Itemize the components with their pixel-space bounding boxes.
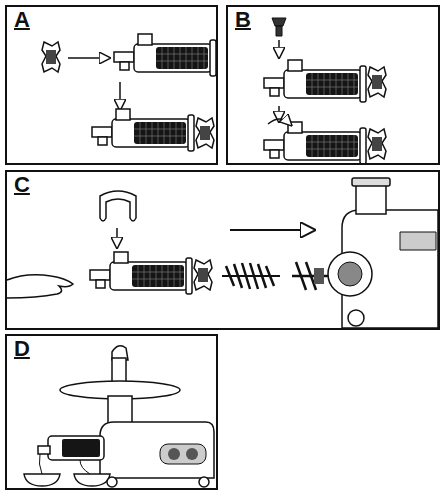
step-letter: B — [233, 8, 253, 32]
juice-chamber — [90, 252, 192, 294]
bowl — [24, 474, 60, 486]
end-cap — [368, 129, 386, 159]
rotate-arrow — [268, 119, 290, 124]
step-panel: B — [226, 5, 440, 165]
end-cap — [42, 42, 60, 72]
control-knob — [186, 448, 198, 460]
filter-bag — [100, 191, 136, 221]
foot — [199, 477, 209, 487]
step-letter: A — [12, 8, 32, 32]
motor-base — [100, 422, 214, 478]
auger-collar — [314, 268, 324, 284]
base-panel — [400, 232, 436, 250]
control-knob — [168, 448, 180, 460]
juice-screen — [62, 439, 100, 457]
end-cap — [194, 260, 212, 290]
spout — [38, 446, 50, 454]
juice-chamber — [92, 109, 194, 151]
pulp-stream — [39, 454, 42, 474]
juice-chamber — [264, 122, 366, 164]
food-pusher — [112, 358, 126, 384]
step-letter: C — [12, 173, 32, 197]
juice-chamber — [264, 60, 366, 102]
drive-socket — [338, 262, 362, 286]
juice-chamber — [48, 436, 104, 460]
insert-arrow — [230, 229, 312, 231]
auger-blades — [296, 262, 316, 290]
move-arrow — [68, 57, 108, 59]
auger-spiral — [226, 263, 274, 289]
stopper-plug — [272, 18, 286, 36]
feed-chute — [356, 184, 386, 214]
juice-chamber — [114, 34, 216, 76]
end-cap — [368, 67, 386, 97]
end-cap — [196, 118, 214, 148]
juice-stream — [80, 460, 90, 474]
control-panel — [160, 444, 206, 464]
move-arrow — [278, 106, 280, 120]
move-arrow — [119, 82, 121, 108]
step-panel: A — [5, 5, 218, 165]
step-panel: D — [5, 334, 218, 490]
bowl — [74, 474, 110, 486]
step-letter: D — [12, 337, 32, 361]
foot — [107, 477, 117, 487]
move-arrow — [278, 40, 280, 56]
move-arrow — [116, 228, 118, 246]
chute-top — [352, 178, 390, 186]
drive-opening — [328, 252, 372, 296]
step-panel: C — [5, 170, 440, 330]
foot — [348, 310, 364, 326]
hand — [7, 275, 73, 298]
